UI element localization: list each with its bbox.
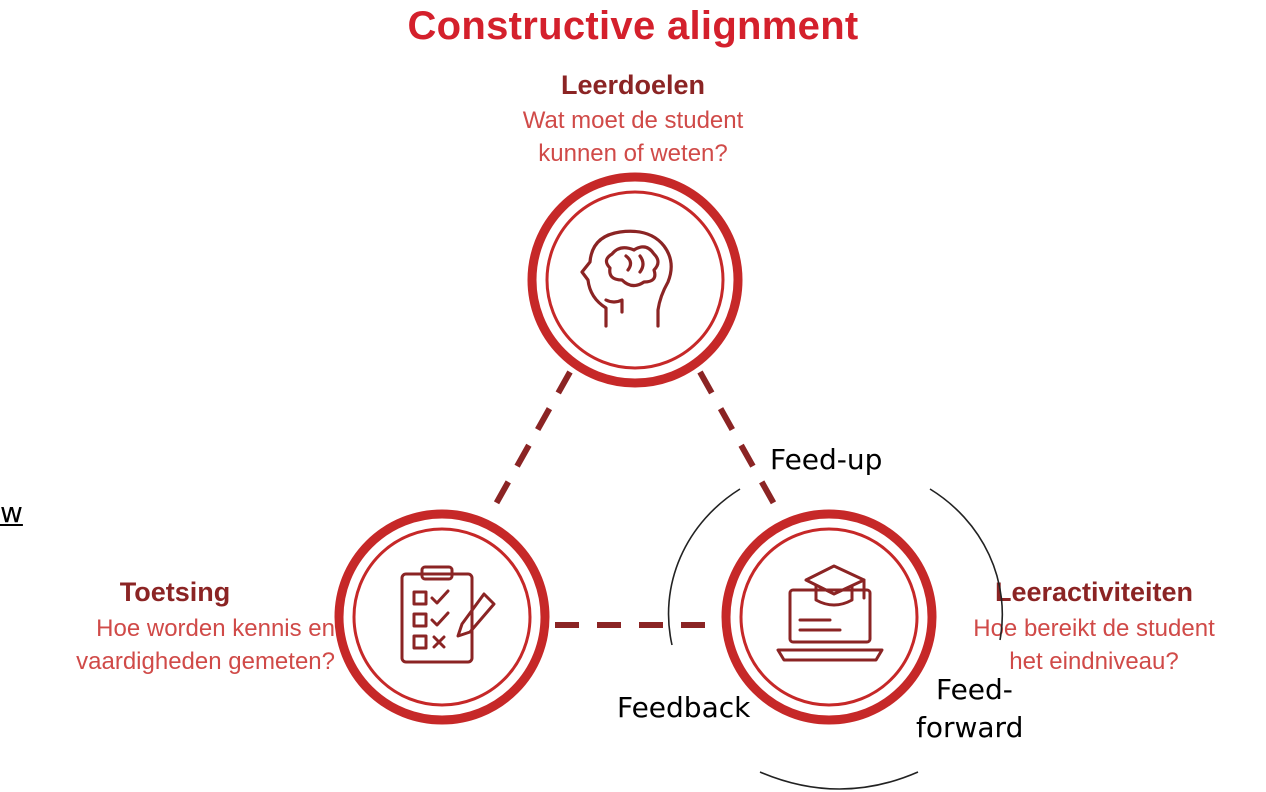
- leerdoelen-heading: Leerdoelen: [560, 70, 706, 100]
- cropped-link-fragment[interactable]: w: [0, 496, 23, 529]
- toetsing-heading: Toetsing: [119, 577, 231, 607]
- toetsing-node: [334, 509, 550, 725]
- leerdoelen-question-line1: Wat moet de student: [522, 107, 744, 134]
- arc-right: [929, 488, 1004, 641]
- dashed-connectors: [485, 370, 785, 628]
- connector-leerdoelen-leeractiviteiten: [697, 370, 785, 520]
- feed-up-label: Feed-up: [770, 443, 883, 476]
- toetsing-question-line2: vaardigheden gemeten?: [76, 648, 335, 675]
- leerdoelen-node: [527, 172, 743, 388]
- leeractiviteiten-heading: Leeractiviteiten: [994, 577, 1194, 607]
- arc-bottom: [759, 771, 919, 790]
- arc-left: [667, 488, 741, 646]
- feed-forward-label-line2: forward: [916, 711, 1024, 744]
- feed-forward-label-line1: Feed-: [936, 673, 1013, 706]
- laptop-graduation-cap-icon: [776, 564, 884, 662]
- feedback-label: Feedback: [617, 691, 751, 724]
- brain-head-icon: [580, 229, 673, 328]
- leeractiviteiten-question-line1: Hoe bereikt de student: [973, 615, 1215, 642]
- leerdoelen-question-line2: kunnen of weten?: [538, 140, 728, 167]
- diagram-title: Constructive alignment: [407, 4, 859, 48]
- clipboard-checklist-icon: [400, 565, 496, 664]
- connector-leerdoelen-toetsing: [485, 370, 573, 520]
- leeractiviteiten-question-line2: het eindniveau?: [1009, 648, 1179, 675]
- feedback-cycle-arcs: [667, 488, 1004, 790]
- toetsing-question-line1: Hoe worden kennis en: [96, 615, 335, 642]
- leeractiviteiten-node: [721, 509, 937, 725]
